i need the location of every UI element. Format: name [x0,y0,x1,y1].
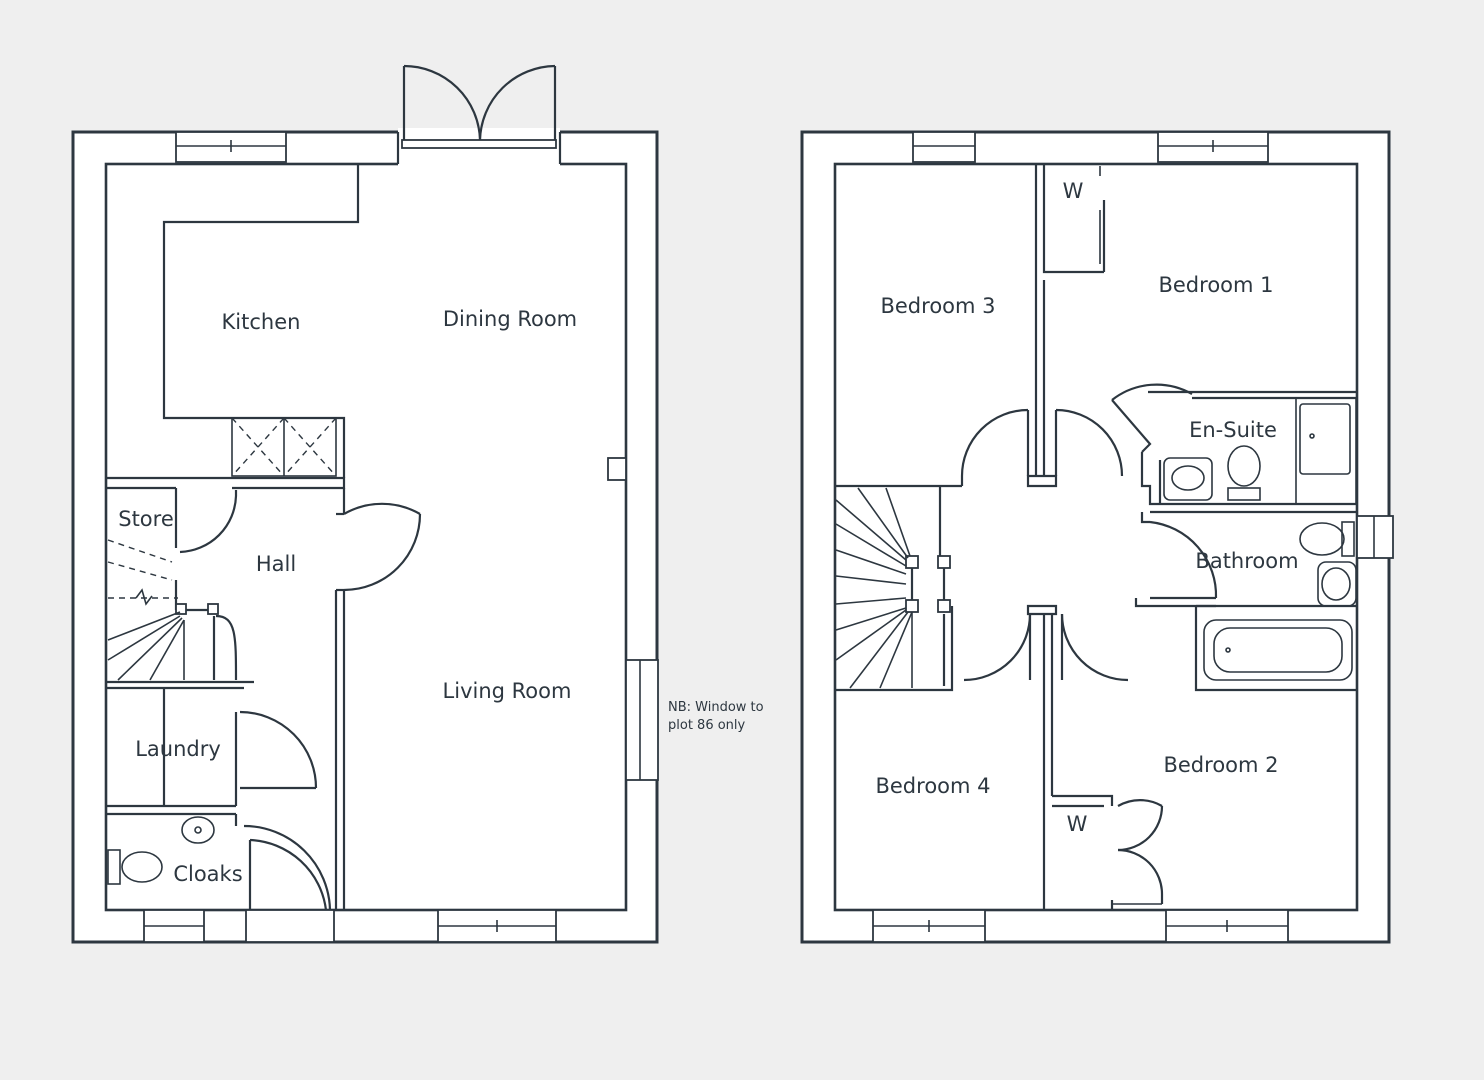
dining-room-label: Dining Room [443,307,577,331]
ensuite-door-frame [1111,399,1152,453]
ensuite-label: En-Suite [1189,418,1277,442]
first-floor-plan: Bedroom 3 Bedroom 1 En-Suite Bathroom Be… [800,130,1394,944]
cloaks-basin [181,816,215,844]
first-floor-stairs [835,487,951,689]
hall-door [343,513,422,592]
bedroom1-door [1055,408,1124,477]
store-label: Store [118,507,174,531]
ensuite-shower [1295,397,1357,505]
bedroom2-label: Bedroom 2 [1163,753,1278,777]
bedroom1-label: Bedroom 1 [1158,273,1273,297]
kitchen-label: Kitchen [222,310,301,334]
bathroom-basin [1317,561,1357,607]
bedroom3-label: Bedroom 3 [880,294,995,318]
wardrobe-bedroom1 [1042,164,1104,274]
first-floor-inner-wall [833,162,1359,912]
wardrobe1-label: W [1063,179,1084,203]
window-note-line2: plot 86 only [668,718,746,733]
french-doors [396,64,562,164]
front-door [245,909,335,943]
cloaks-door [243,824,332,911]
ensuite-toilet [1227,445,1261,501]
hall-label: Hall [256,552,296,576]
bedroom3-door [960,408,1029,477]
ground-floor-plan: Kitchen Dining Room Store Hall Living Ro… [71,64,764,944]
wardrobe2-label: W [1067,812,1088,836]
bathroom-door [1149,520,1218,599]
window-note-line1: NB: Window to [668,700,764,715]
cloaks-toilet [107,849,163,885]
living-room-label: Living Room [443,679,572,703]
kitchen-counter-outline [162,164,360,478]
wardrobe-bedroom2 [1052,794,1114,806]
vent [607,457,627,481]
laundry-door [239,710,318,789]
ensuite-basin [1163,457,1213,501]
cloaks-label: Cloaks [173,862,242,886]
bath-tub [1203,619,1353,681]
bathroom-window [1356,515,1394,559]
laundry-label: Laundry [135,737,221,761]
bathroom-toilet [1299,521,1355,557]
kitchen-appliances [231,417,337,477]
store-door [179,495,238,554]
ground-floor-stairs [106,539,254,690]
bathroom-label: Bathroom [1195,549,1298,573]
bedroom3-window [912,131,976,163]
bedroom4-label: Bedroom 4 [875,774,990,798]
ensuite-door [1111,383,1193,401]
ground-floor-inner-wall [104,162,628,912]
side-window [625,659,659,781]
